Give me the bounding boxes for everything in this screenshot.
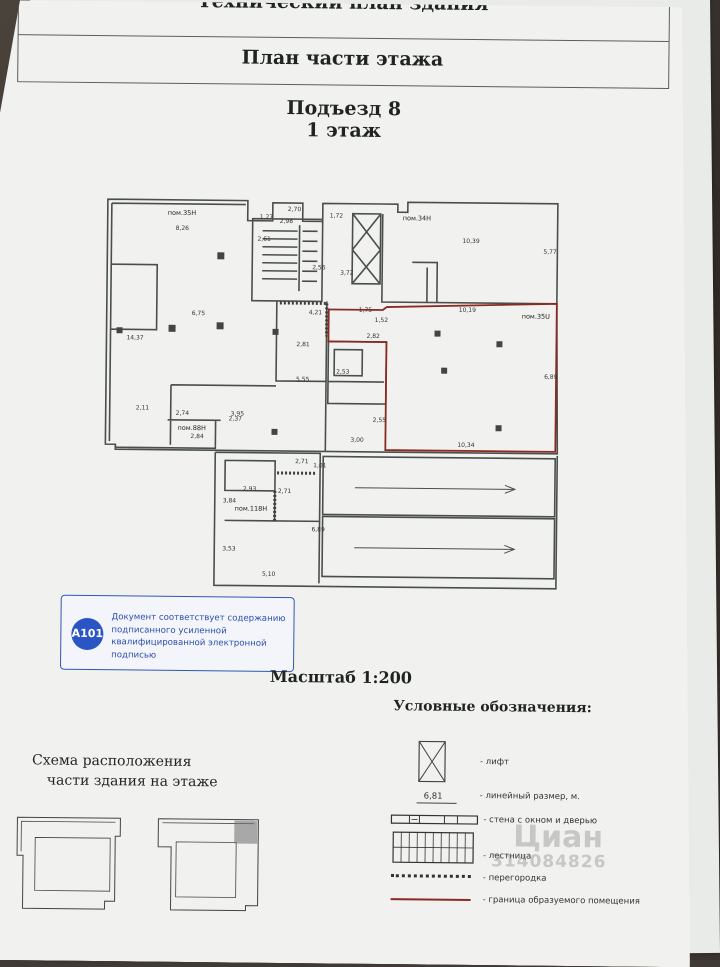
dim-label: 2,61 bbox=[257, 236, 271, 243]
stamp-logo: А101 bbox=[71, 618, 103, 650]
legend-lift-symbol bbox=[417, 739, 449, 785]
dim-label: 4,21 bbox=[309, 309, 323, 316]
dim-label: 2,93 bbox=[243, 486, 257, 493]
dim-label: 8,26 bbox=[176, 225, 190, 232]
legend-dim-label: - линейный размер, м. bbox=[479, 791, 580, 803]
dim-label: 3,84 bbox=[223, 497, 237, 504]
wall-inner bbox=[109, 203, 245, 442]
stamp-text: Документ соответствует содержанию подпис… bbox=[111, 612, 286, 661]
dim-label: 5,10 bbox=[262, 571, 276, 578]
stair-block bbox=[252, 219, 323, 302]
floor-plan: 8,26 6,75 14,37 2,11 2,74 2,84 2,37 2,61… bbox=[94, 189, 578, 594]
legend-boundary-label: - граница образуемого помещения bbox=[482, 895, 640, 907]
legend-dim-sample: 6,81 bbox=[423, 791, 443, 802]
room-label: пом.35U bbox=[522, 312, 551, 320]
dim-label: 2,56 bbox=[312, 264, 326, 271]
dim-label: 5,55 bbox=[296, 376, 310, 383]
room-label: пом.118Н bbox=[235, 504, 268, 512]
scheme-title-line2: части здания на этаже bbox=[46, 772, 218, 791]
legend-lift-label: - лифт bbox=[479, 757, 510, 768]
dim-label: 5,77 bbox=[543, 249, 557, 256]
floor-label: 1 этаж bbox=[306, 119, 382, 142]
room-label: пом.35Н bbox=[168, 209, 197, 217]
dim-label: 3,53 bbox=[222, 545, 236, 552]
scheme-title-line1: Схема расположения bbox=[31, 752, 192, 771]
scheme-left-thumbnail bbox=[14, 815, 123, 912]
dim-label: 2,70 bbox=[288, 206, 302, 213]
dim-label: 3,00 bbox=[350, 437, 364, 444]
room-label: пом.34Н bbox=[403, 214, 432, 222]
dim-label: 1,52 bbox=[375, 317, 389, 324]
dim-label: 6,75 bbox=[192, 310, 206, 317]
dim-label: 1,75 bbox=[359, 307, 373, 314]
room-label: пом.88Н bbox=[177, 424, 206, 432]
legend-title: Условные обозначения: bbox=[393, 698, 592, 717]
dim-label: 2,74 bbox=[176, 410, 190, 417]
legend-stairs-symbol bbox=[391, 830, 476, 865]
paper-sheet: Технический план здания План части этажа… bbox=[0, 0, 700, 967]
annex-outline bbox=[214, 452, 557, 589]
dim-label: 10,39 bbox=[462, 238, 479, 245]
dim-label: 2,84 bbox=[190, 433, 204, 440]
dim-label: 1,72 bbox=[330, 212, 344, 219]
dim-label: 2,71 bbox=[278, 488, 292, 495]
legend-dim-line bbox=[417, 802, 457, 803]
dim-label: 10,34 bbox=[457, 442, 474, 449]
watermark-number: 314084826 bbox=[490, 851, 607, 873]
e-signature-stamp: А101 Документ соответствует содержанию п… bbox=[60, 595, 295, 672]
wall-outline bbox=[105, 199, 560, 454]
dim-label: 2,53 bbox=[336, 369, 350, 376]
dim-label: 6,89 bbox=[544, 374, 558, 381]
dim-label: 10,19 bbox=[459, 307, 476, 314]
dim-label: 2,82 bbox=[366, 333, 380, 340]
dim-label: 2,55 bbox=[373, 417, 387, 424]
scheme-right-thumbnail bbox=[155, 817, 264, 914]
dim-label: 14,37 bbox=[126, 334, 143, 341]
scale-label: Масштаб 1:200 bbox=[269, 666, 413, 688]
dim-label: 2,71 bbox=[295, 458, 309, 465]
legend-wall-symbol bbox=[389, 812, 479, 827]
dim-label: 3,72 bbox=[340, 270, 354, 277]
dim-label: 3,95 bbox=[231, 410, 245, 417]
legend-partition-symbol bbox=[391, 874, 471, 882]
dim-label: 6,89 bbox=[311, 526, 325, 533]
watermark-brand: Циан bbox=[513, 819, 604, 856]
dim-label: 1,01 bbox=[313, 462, 327, 469]
room-long-lower bbox=[322, 516, 555, 578]
premise-boundary bbox=[327, 301, 557, 451]
dim-label: 2,98 bbox=[280, 218, 294, 225]
room-long-upper bbox=[323, 456, 556, 516]
dim-label: 2,11 bbox=[136, 404, 150, 411]
dim-label: 2,37 bbox=[229, 415, 243, 422]
dim-label: 1,27 bbox=[260, 214, 274, 221]
legend-partition-label: - перегородка bbox=[482, 873, 547, 884]
legend-boundary-symbol bbox=[391, 898, 471, 901]
entrance-label: Подъезд 8 bbox=[286, 97, 402, 121]
dim-label: 2,81 bbox=[296, 341, 310, 348]
stair-treads bbox=[262, 225, 318, 292]
lift-shaft bbox=[352, 214, 381, 284]
